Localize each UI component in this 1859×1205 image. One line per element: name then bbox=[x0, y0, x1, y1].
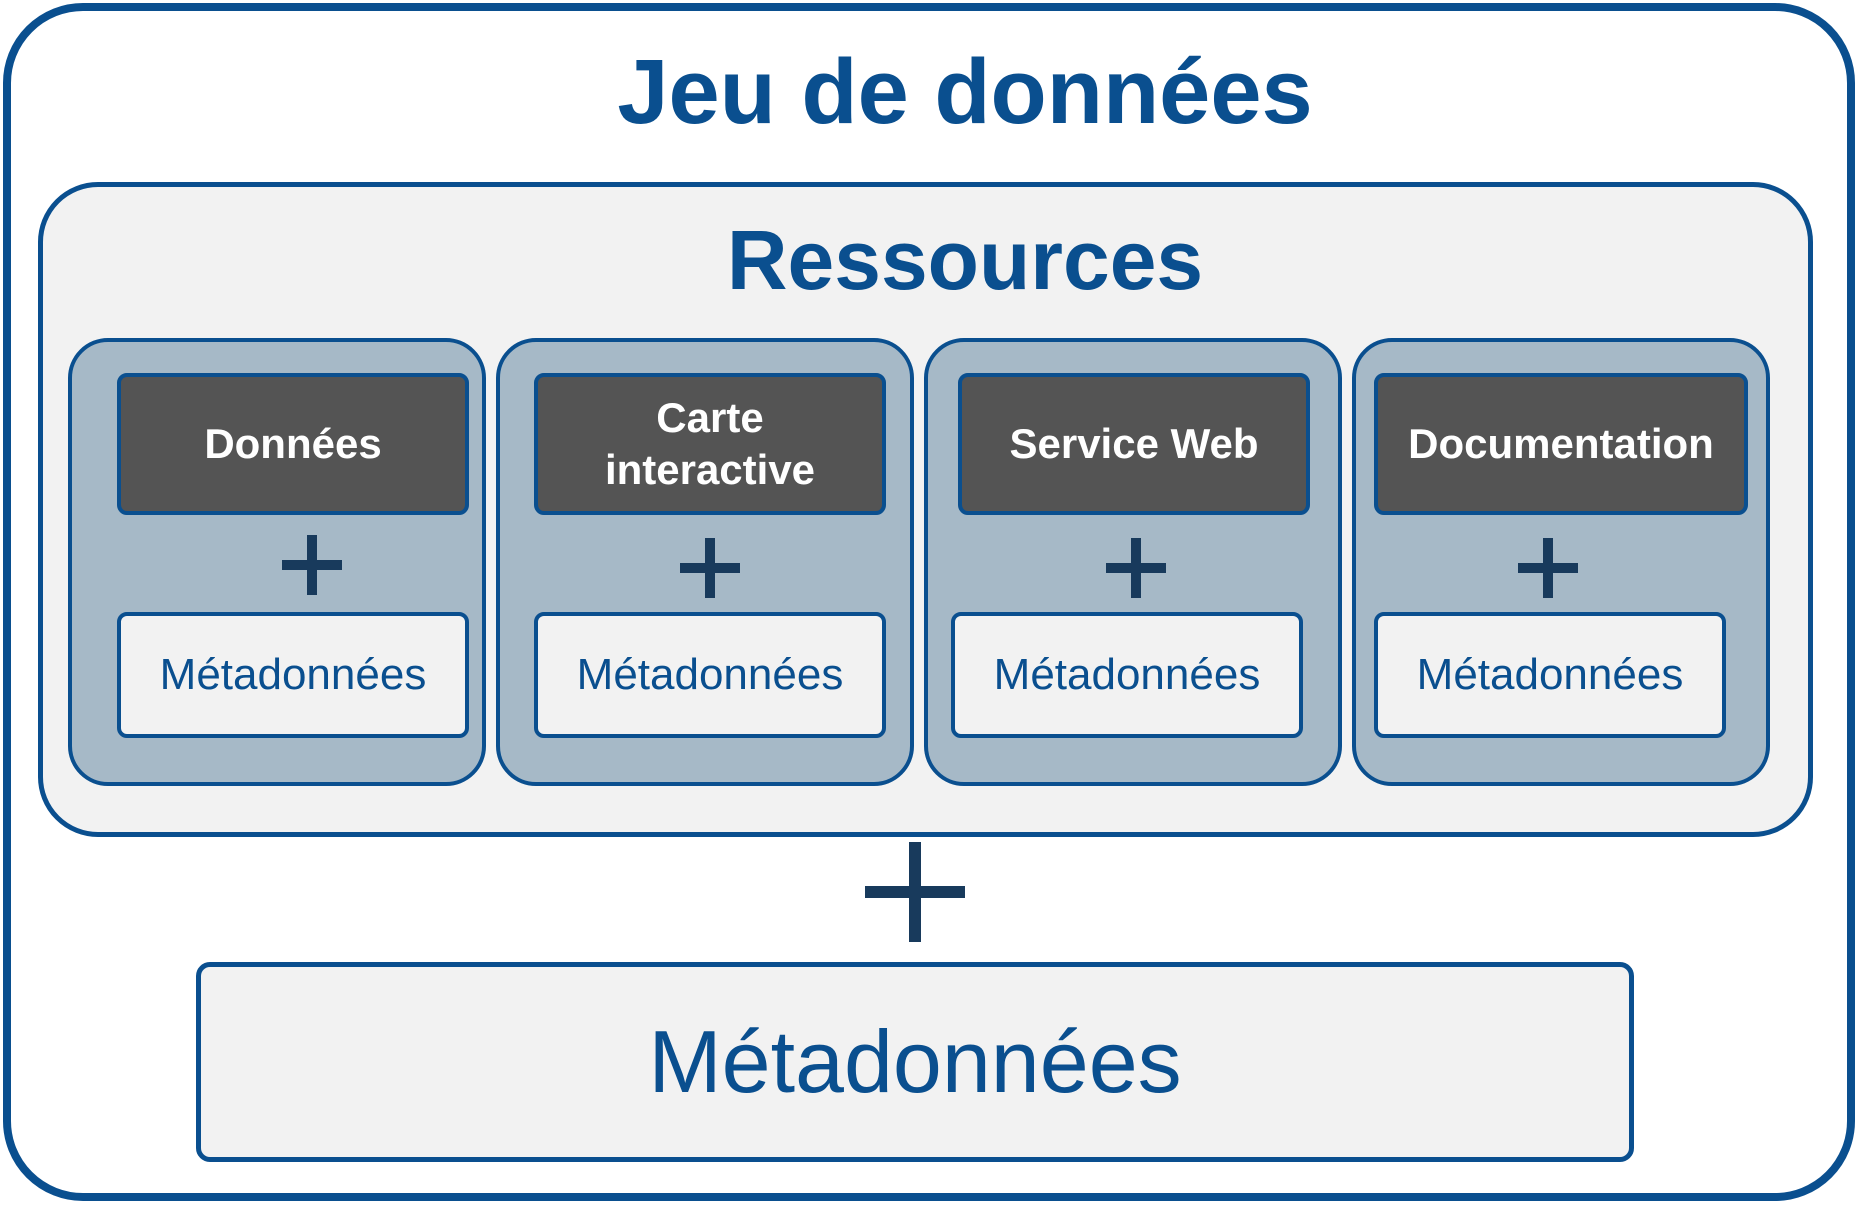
resource-metadata-carte: Métadonnées bbox=[534, 612, 886, 738]
resource-box-documentation: Documentation bbox=[1374, 373, 1748, 515]
resources-title: Ressources bbox=[726, 213, 1204, 307]
resource-metadata-donnees: Métadonnées bbox=[117, 612, 469, 738]
dataset-title: Jeu de données bbox=[617, 41, 1313, 143]
plus-icon bbox=[1518, 538, 1578, 598]
resource-box-service-web: Service Web bbox=[958, 373, 1310, 515]
resource-box-donnees: Données bbox=[117, 373, 469, 515]
resource-metadata-documentation: Métadonnées bbox=[1374, 612, 1726, 738]
plus-icon bbox=[865, 842, 965, 942]
dataset-metadata: Métadonnées bbox=[196, 962, 1634, 1162]
resource-metadata-service-web: Métadonnées bbox=[951, 612, 1303, 738]
plus-icon bbox=[680, 538, 740, 598]
plus-icon bbox=[1106, 538, 1166, 598]
plus-icon bbox=[282, 535, 342, 595]
resource-box-carte: Carte interactive bbox=[534, 373, 886, 515]
